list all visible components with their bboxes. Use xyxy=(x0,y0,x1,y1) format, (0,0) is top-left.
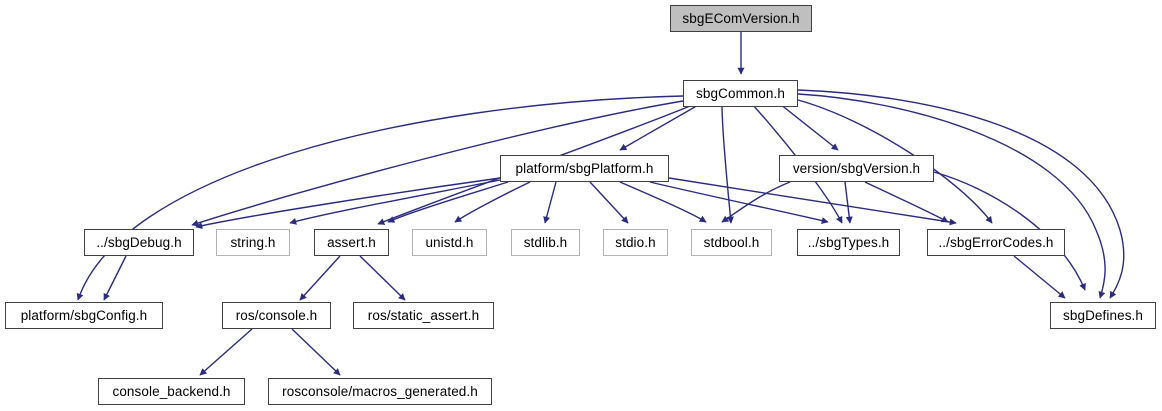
graph-node-sbgConfig[interactable]: platform/sbgConfig.h xyxy=(5,302,163,329)
graph-node-label: sbgDefines.h xyxy=(1063,307,1143,323)
graph-edge-sbgPlatform-to-stdbool xyxy=(619,181,707,223)
graph-node-sbgDefines[interactable]: sbgDefines.h xyxy=(1050,302,1156,329)
graph-node-label: ../sbgErrorCodes.h xyxy=(938,234,1054,250)
graph-node-label: stdbool.h xyxy=(703,234,760,250)
graph-edge-rosConsole-to-rosconsoleMacros xyxy=(291,328,341,376)
graph-edge-sbgPlatform-to-stdlib xyxy=(543,181,557,224)
graph-node-assert[interactable]: assert.h xyxy=(314,229,389,256)
graph-edge-sbgCommon-to-sbgPlatform xyxy=(619,103,701,151)
graph-node-label: platform/sbgConfig.h xyxy=(20,307,148,323)
graph-node-label: rosconsole/macros_generated.h xyxy=(282,383,478,399)
graph-node-sbgDebug[interactable]: ../sbgDebug.h xyxy=(84,229,194,256)
graph-edge-sbgPlatform-to-stdio xyxy=(589,181,629,224)
graph-node-label: unistd.h xyxy=(425,234,474,250)
graph-node-label: stdio.h xyxy=(615,234,656,250)
graph-edge-sbgPlatform-to-string xyxy=(289,179,501,225)
graph-edge-assert-to-rosStaticAssert xyxy=(359,255,406,301)
graph-edge-sbgPlatform-to-sbgErrorCodes xyxy=(668,177,957,226)
graph-edge-assert-to-rosConsole xyxy=(299,255,341,301)
graph-node-sbgCommon[interactable]: sbgCommon.h xyxy=(683,80,798,107)
graph-edge-rosConsole-to-consoleBackend xyxy=(199,328,253,376)
graph-node-label: platform/sbgPlatform.h xyxy=(515,160,654,176)
graph-node-sbgTypes[interactable]: ../sbgTypes.h xyxy=(797,229,900,256)
graph-edge-sbgCommon-to-sbgVersion xyxy=(779,103,839,151)
graph-node-rosConsole[interactable]: ros/console.h xyxy=(222,302,331,329)
graph-node-label: sbgEComVersion.h xyxy=(682,10,800,26)
graph-edge-sbgPlatform-to-sbgDebug xyxy=(195,177,501,230)
graph-node-consoleBackend[interactable]: console_backend.h xyxy=(98,378,245,405)
graph-edge-sbgDebug-to-sbgConfig xyxy=(103,255,127,301)
graph-node-label: stdlib.h xyxy=(523,234,568,250)
graph-edge-sbgErrorCodes-to-sbgDefines xyxy=(1013,255,1066,299)
graph-node-label: string.h xyxy=(230,234,276,250)
graph-edge-sbgCommon-to-sbgConfig xyxy=(76,95,684,301)
graph-node-label: assert.h xyxy=(327,234,376,250)
graph-edge-sbgPlatform-to-sbgTypes xyxy=(649,181,829,224)
graph-edge-sbgVersion-to-stdbool xyxy=(721,181,791,223)
graph-edge-sbgCommon-to-sbgDefines xyxy=(797,93,1106,299)
graph-node-label: ../sbgDebug.h xyxy=(96,234,182,250)
graph-node-sbgErrorCodes[interactable]: ../sbgErrorCodes.h xyxy=(927,229,1065,256)
graph-edge-sbgPlatform-to-unistd xyxy=(454,181,531,223)
graph-node-label: console_backend.h xyxy=(112,383,231,399)
graph-node-sbgEComVersion[interactable]: sbgEComVersion.h xyxy=(670,5,812,32)
graph-edge-sbgCommon-to-stdbool xyxy=(721,103,734,224)
graph-edge-sbgVersion-to-sbgErrorCodes xyxy=(864,181,949,223)
graph-node-rosStaticAssert[interactable]: ros/static_assert.h xyxy=(353,302,494,329)
graph-node-sbgVersion[interactable]: version/sbgVersion.h xyxy=(779,155,934,182)
graph-node-label: ros/static_assert.h xyxy=(367,307,480,323)
graph-node-label: ros/console.h xyxy=(235,307,318,323)
graph-node-label: sbgCommon.h xyxy=(696,85,785,101)
graph-node-unistd[interactable]: unistd.h xyxy=(412,229,487,256)
graph-edge-sbgVersion-to-sbgTypes xyxy=(844,181,853,224)
graph-node-stdbool[interactable]: stdbool.h xyxy=(691,229,772,256)
graph-edge-sbgPlatform-to-assert xyxy=(387,181,509,223)
graph-node-string[interactable]: string.h xyxy=(216,229,290,256)
graph-node-label: version/sbgVersion.h xyxy=(792,160,921,176)
graph-edge-sbgCommon-to-sbgDefines xyxy=(797,89,1125,299)
graph-node-rosconsoleMacros[interactable]: rosconsole/macros_generated.h xyxy=(268,378,492,405)
graph-node-stdlib[interactable]: stdlib.h xyxy=(511,229,580,256)
graph-node-stdio[interactable]: stdio.h xyxy=(603,229,668,256)
graph-node-label: ../sbgTypes.h xyxy=(807,234,890,250)
graph-node-sbgPlatform[interactable]: platform/sbgPlatform.h xyxy=(500,155,669,182)
